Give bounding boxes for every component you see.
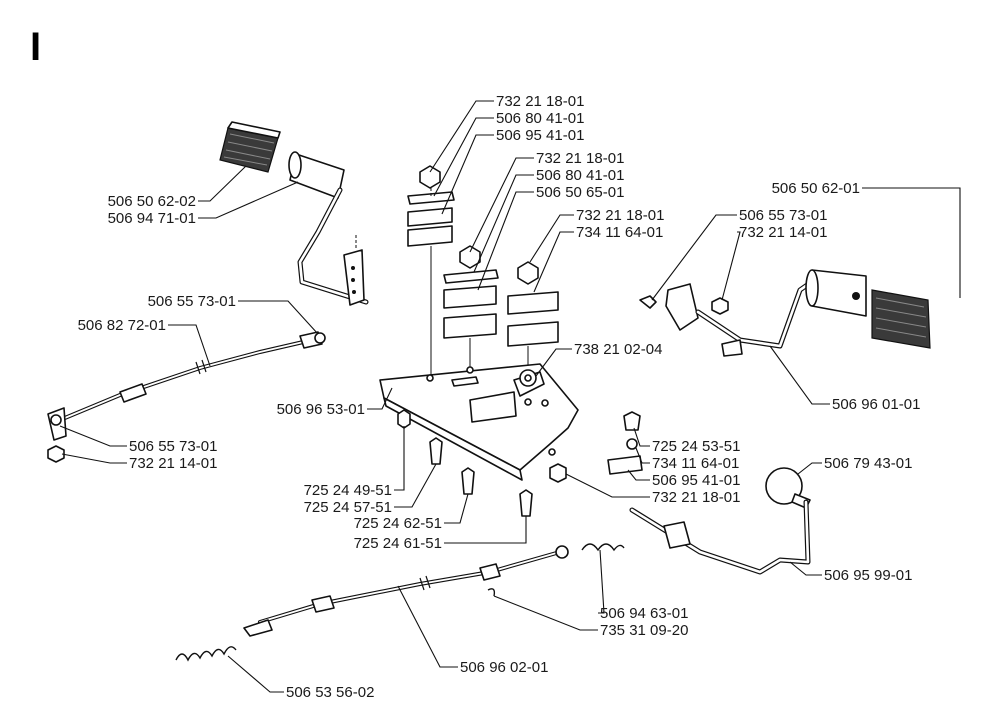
part-label: 506 55 73-01 <box>148 293 236 310</box>
right-spacer-stack <box>507 261 559 368</box>
part-label: 734 11 64-01 <box>576 224 663 241</box>
part-label: 725 24 49-51 <box>304 482 392 499</box>
upper-spring <box>581 543 625 552</box>
bottom-cable <box>175 543 625 662</box>
leader-lines <box>59 100 961 693</box>
middle-spacer-stack <box>443 245 499 368</box>
left-cable-nut <box>47 445 65 463</box>
part-label: 506 79 43-01 <box>824 455 912 472</box>
spring-clip <box>487 588 496 597</box>
part-labels: 732 21 18-01 506 80 41-01 506 95 41-01 7… <box>78 93 921 701</box>
part-label: 506 82 72-01 <box>78 317 166 334</box>
part-label: 506 96 01-01 <box>832 396 920 413</box>
part-label: 725 24 53-51 <box>652 438 740 455</box>
left-pedal-pad <box>219 121 281 173</box>
part-label: 725 24 62-51 <box>354 515 442 532</box>
part-label: 734 11 64-01 <box>652 455 739 472</box>
part-label: 506 94 63-01 <box>600 605 688 622</box>
lower-spring <box>175 646 237 662</box>
right-pedal-assembly <box>639 269 931 357</box>
part-label: 506 50 65-01 <box>536 184 624 201</box>
part-label: 506 80 41-01 <box>536 167 624 184</box>
right-pedal-pad <box>871 289 931 349</box>
part-label: 506 55 73-01 <box>129 438 217 455</box>
part-label: 506 55 73-01 <box>739 207 827 224</box>
part-label: 506 96 02-01 <box>460 659 548 676</box>
left-spacer-stack <box>407 165 455 376</box>
part-label: 732 21 18-01 <box>576 207 664 224</box>
part-label: 506 95 41-01 <box>652 472 740 489</box>
part-label: 732 21 18-01 <box>536 150 624 167</box>
part-label: 506 80 41-01 <box>496 110 584 127</box>
part-label: 506 95 41-01 <box>496 127 584 144</box>
part-label: 738 21 02-04 <box>574 341 662 358</box>
part-label: 506 53 56-02 <box>286 684 374 701</box>
right-small-hardware <box>549 411 643 483</box>
part-label: 506 50 62-01 <box>772 180 860 197</box>
part-label: 725 24 61-51 <box>354 535 442 552</box>
part-label: 725 24 57-51 <box>304 499 392 516</box>
part-label: 735 31 09-20 <box>600 622 688 639</box>
left-pedal-assembly <box>219 121 369 306</box>
part-label: 732 21 18-01 <box>496 93 584 110</box>
part-label: 732 21 14-01 <box>739 224 827 241</box>
part-label: 506 50 62-02 <box>108 193 196 210</box>
part-label: 506 95 99-01 <box>824 567 912 584</box>
part-label: 506 94 71-01 <box>108 210 196 227</box>
mounting-plate <box>379 363 579 481</box>
part-label: 732 21 18-01 <box>652 489 740 506</box>
section-letter: I <box>30 25 41 69</box>
part-label: 506 96 53-01 <box>277 401 365 418</box>
throttle-lever <box>629 467 811 575</box>
left-throttle-cable <box>47 331 326 463</box>
plate-bolts <box>397 409 533 517</box>
left-pedal-arm <box>288 151 369 306</box>
part-label: 732 21 14-01 <box>129 455 217 472</box>
